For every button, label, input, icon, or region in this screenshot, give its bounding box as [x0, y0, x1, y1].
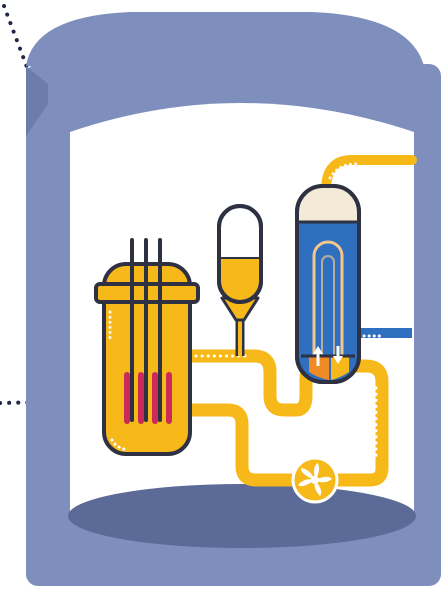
steam-generator — [297, 186, 359, 382]
coolant-pump — [293, 458, 337, 502]
pressurizer — [219, 206, 261, 302]
containment-dome — [26, 12, 424, 66]
containment-floor — [68, 484, 416, 548]
